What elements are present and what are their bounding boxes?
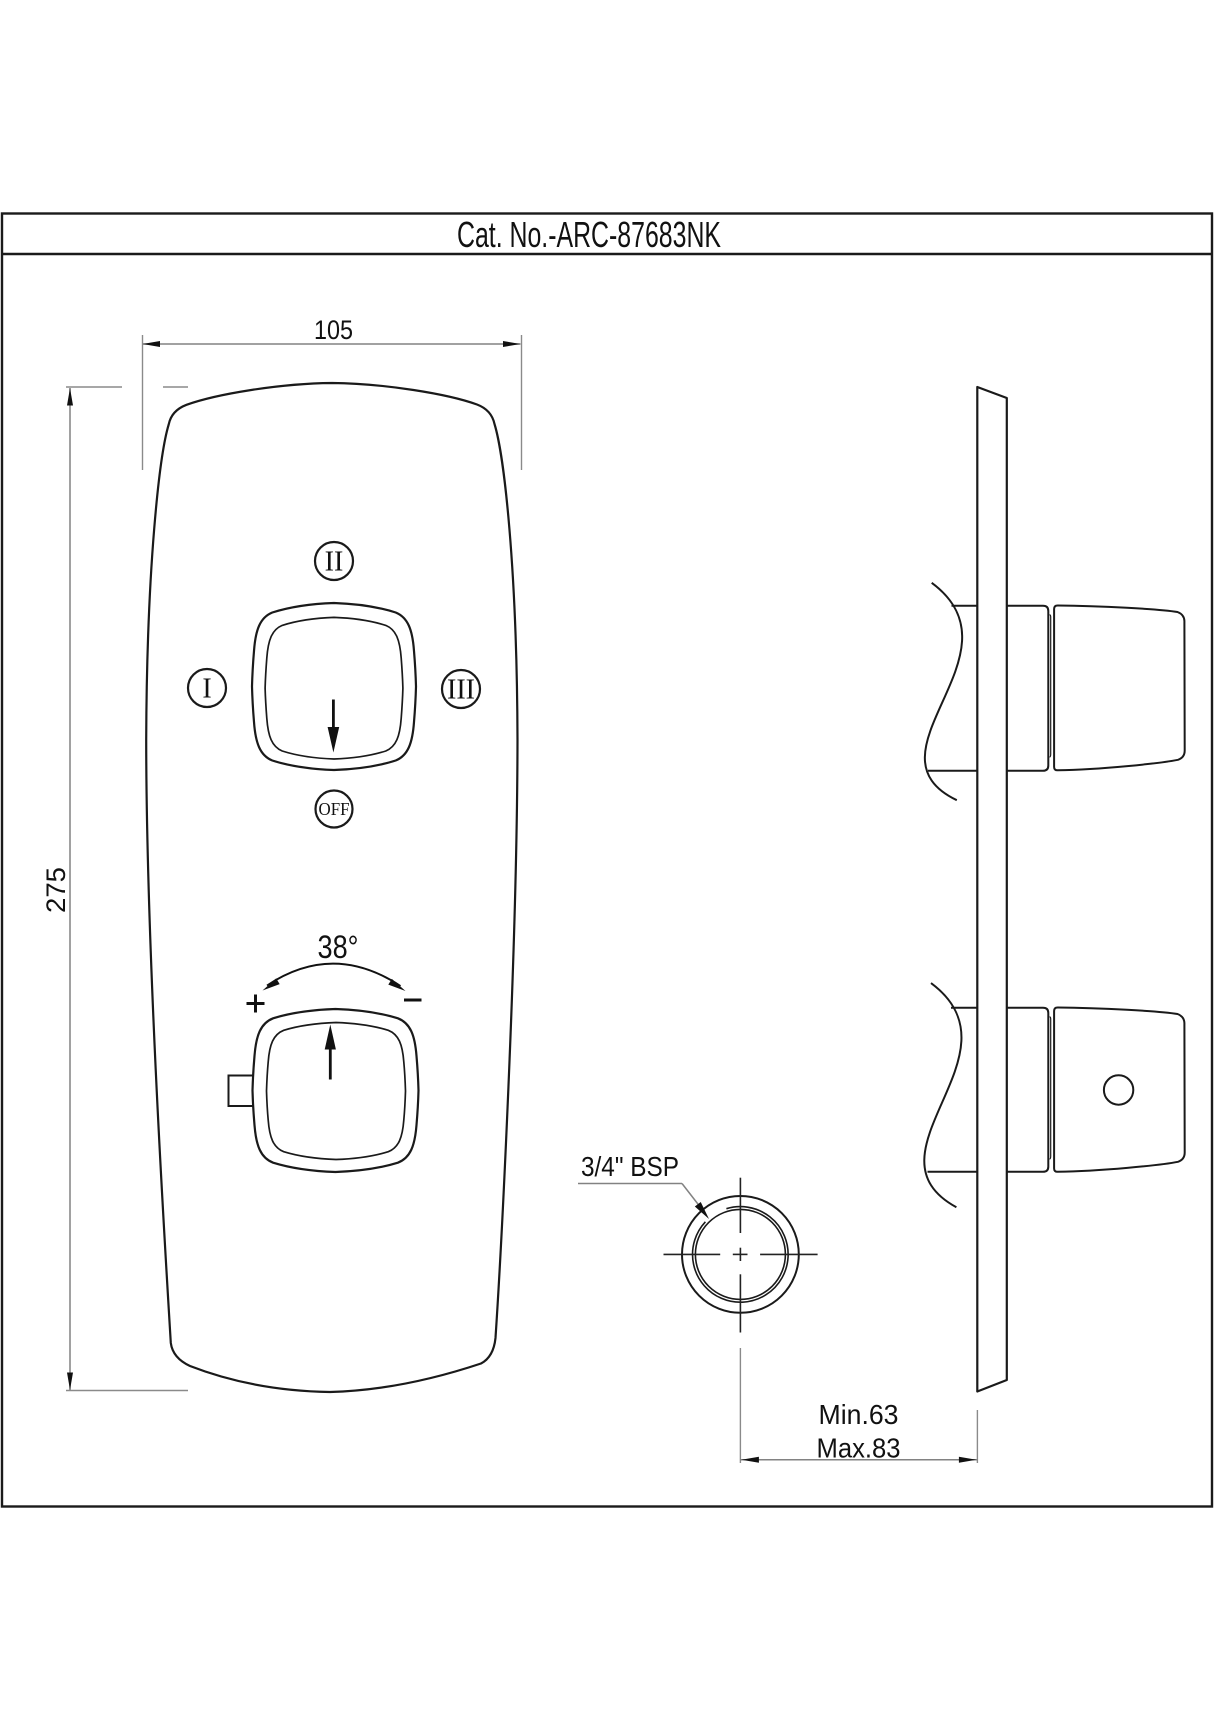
svg-text:Cat. No.-ARC-87683NK: Cat. No.-ARC-87683NK — [457, 214, 721, 255]
svg-text:Min.63: Min.63 — [819, 1399, 899, 1430]
svg-text:II: II — [325, 547, 344, 578]
svg-text:3/4" BSP: 3/4" BSP — [581, 1151, 679, 1182]
svg-text:105: 105 — [314, 315, 353, 345]
svg-text:275: 275 — [41, 867, 71, 913]
svg-text:I: I — [202, 674, 211, 705]
svg-text:38°: 38° — [318, 929, 359, 965]
svg-text:Max.83: Max.83 — [817, 1433, 901, 1464]
svg-text:III: III — [447, 675, 475, 706]
svg-text:OFF: OFF — [319, 799, 350, 819]
